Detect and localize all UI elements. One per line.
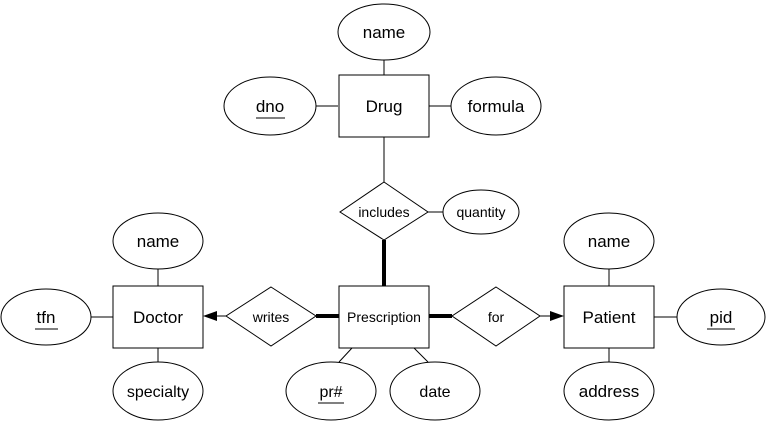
- relationship-for: for: [451, 286, 541, 347]
- connectors: [91, 59, 677, 363]
- entity-prescription: Prescription: [338, 285, 430, 349]
- relationship-writes-label: writes: [252, 309, 290, 325]
- attr-drug-formula-label: formula: [468, 97, 525, 116]
- entity-patient-label: Patient: [583, 308, 636, 327]
- attr-patient-name: name: [563, 212, 655, 270]
- attr-drug-formula: formula: [450, 76, 542, 136]
- entity-drug-label: Drug: [366, 97, 403, 116]
- attr-drug-name: name: [337, 3, 431, 61]
- attr-prescription-date: date: [389, 361, 481, 421]
- attr-patient-pid: pid: [676, 288, 766, 346]
- attr-prno-label: pr#: [319, 384, 342, 401]
- line-prescription-prno: [338, 347, 353, 363]
- arrow-head-doctor: [203, 311, 217, 321]
- attr-patient-address-label: address: [579, 382, 639, 401]
- entity-doctor-label: Doctor: [133, 308, 183, 327]
- attr-prescription-prno: pr#: [285, 361, 377, 421]
- attr-quantity-label: quantity: [456, 204, 505, 220]
- arrow-head-patient: [550, 311, 564, 321]
- entity-patient: Patient: [563, 285, 655, 349]
- entity-drug: Drug: [338, 74, 430, 138]
- attr-drug-dno-label: dno: [256, 97, 284, 116]
- entity-prescription-label: Prescription: [347, 309, 421, 325]
- relationship-includes-label: includes: [358, 204, 409, 220]
- relationship-includes: includes: [339, 181, 429, 241]
- attr-doctor-specialty: specialty: [112, 361, 204, 421]
- attr-doctor-specialty-label: specialty: [127, 384, 189, 401]
- entity-doctor: Doctor: [112, 285, 204, 349]
- attr-drug-dno: dno: [223, 76, 317, 136]
- attr-includes-quantity: quantity: [442, 189, 520, 235]
- attr-doctor-name-label: name: [137, 232, 180, 251]
- attr-drug-name-label: name: [363, 23, 406, 42]
- attr-doctor-tfn: tfn: [0, 288, 92, 346]
- attr-doctor-name: name: [112, 212, 204, 270]
- attr-date-label: date: [419, 384, 450, 401]
- attr-doctor-tfn-label: tfn: [37, 308, 56, 327]
- attr-patient-address: address: [563, 361, 655, 421]
- line-prescription-date: [413, 347, 429, 363]
- relationship-writes: writes: [225, 286, 317, 347]
- attr-patient-name-label: name: [588, 232, 631, 251]
- relationship-for-label: for: [488, 309, 505, 325]
- attr-patient-pid-label: pid: [710, 308, 733, 327]
